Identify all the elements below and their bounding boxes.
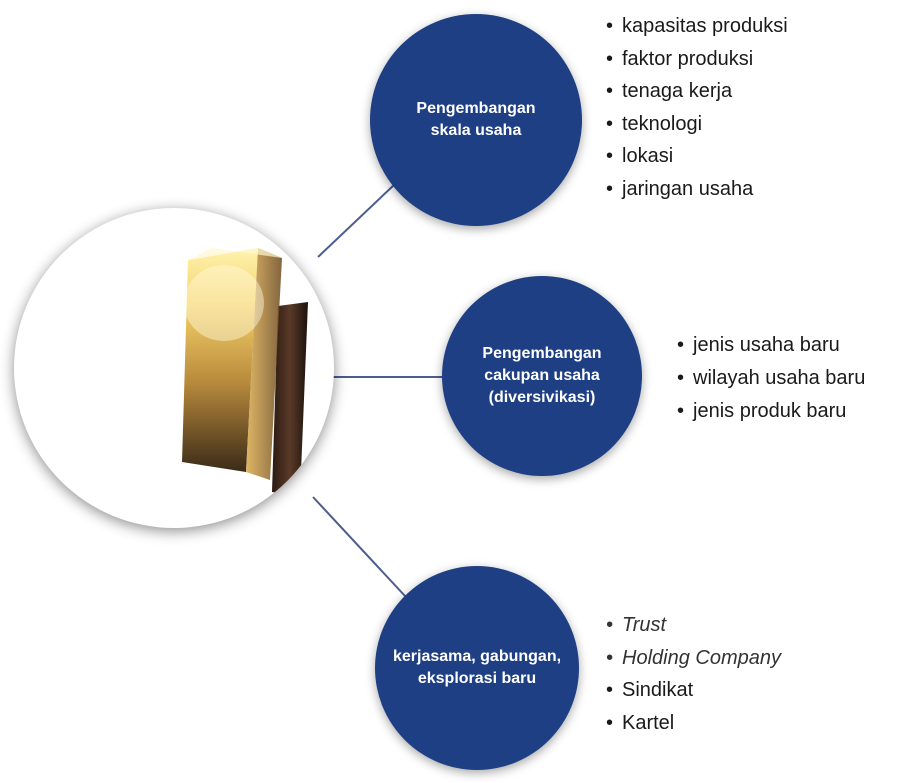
branch-node-cakupan-usaha: Pengembangan cakupan usaha (diversivikas…	[442, 276, 642, 476]
bullet-list-kerjasama: Trust Holding Company Sindikat Kartel	[606, 609, 781, 739]
list-item: kapasitas produksi	[606, 10, 788, 43]
branch-node-skala-usaha: Pengembangan skala usaha	[370, 14, 582, 226]
connector-line-1	[317, 183, 396, 258]
list-item: Sindikat	[606, 674, 781, 707]
list-item: faktor produksi	[606, 43, 788, 76]
list-item: tenaga kerja	[606, 75, 788, 108]
list-item: Kartel	[606, 707, 781, 740]
list-item: teknologi	[606, 108, 788, 141]
list-item: Trust	[606, 609, 781, 642]
central-image-circle	[14, 208, 334, 528]
connector-line-3	[312, 496, 406, 597]
list-item: jaringan usaha	[606, 173, 788, 206]
list-item: jenis usaha baru	[677, 329, 865, 362]
branch-label: Pengembangan cakupan usaha (diversivikas…	[482, 345, 602, 406]
list-item: wilayah usaha baru	[677, 362, 865, 395]
list-item: lokasi	[606, 140, 788, 173]
list-item: jenis produk baru	[677, 395, 865, 428]
branch-label: Pengembangan skala usaha	[416, 100, 536, 139]
lamp-icon	[182, 248, 308, 496]
branch-label: kerjasama, gabungan, eksplorasi baru	[392, 648, 562, 687]
bullet-list-cakupan-usaha: jenis usaha baru wilayah usaha baru jeni…	[677, 329, 865, 428]
list-item: Holding Company	[606, 642, 781, 675]
bullet-list-skala-usaha: kapasitas produksi faktor produksi tenag…	[606, 10, 788, 205]
branch-node-kerjasama: kerjasama, gabungan, eksplorasi baru	[375, 566, 579, 770]
